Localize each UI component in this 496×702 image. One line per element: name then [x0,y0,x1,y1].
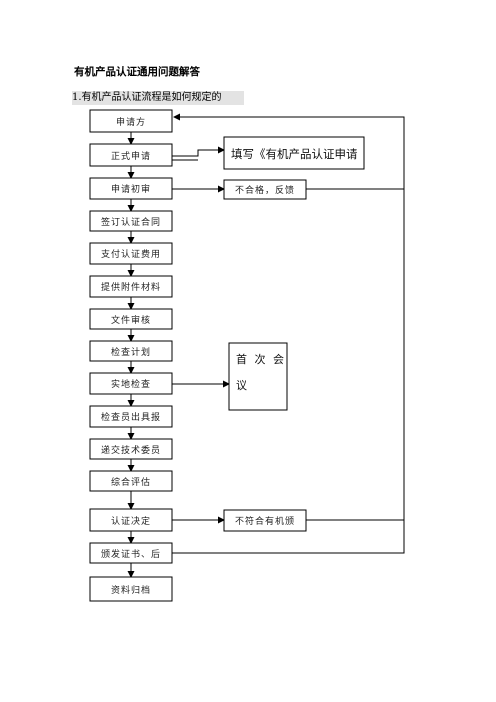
svg-text:颁发证书、后: 颁发证书、后 [101,548,161,560]
svg-text:正式申请: 正式申请 [111,150,151,162]
step-certification-decision: 认证决定 [89,508,173,532]
step-overall-evaluation: 综合评估 [89,470,173,492]
svg-text:不合格，反馈: 不合格，反馈 [235,184,295,196]
step-issue-certificate: 颁发证书、后 [89,542,173,564]
svg-text:检查计划: 检查计划 [111,346,151,358]
svg-text:实地检查: 实地检查 [111,378,151,390]
side-connectors [172,113,405,554]
svg-text:资料归档: 资料归档 [111,584,151,596]
step-submit-materials: 提供附件材料 [89,275,173,298]
unqualified-feedback-box: 不合格，反馈 [223,179,307,200]
svg-text:递交技术委员: 递交技术委员 [101,444,161,456]
side-boxes: 填写《有机产品认证申请 不合格，反馈 首 次 会 议 不符合有机颁 [223,136,365,532]
step-inspector-report: 检查员出具报 [89,405,173,428]
first-meeting-box: 首 次 会 议 [228,342,288,411]
step-document-review: 文件审核 [89,308,173,330]
svg-text:首 次 会: 首 次 会 [236,352,286,366]
svg-text:议: 议 [236,379,249,392]
svg-text:填写《有机产品认证申请: 填写《有机产品认证申请 [231,147,358,161]
step-initial-review: 申请初审 [89,177,173,200]
svg-text:提供附件材料: 提供附件材料 [101,281,161,293]
step-inspection-plan: 检查计划 [89,340,173,362]
non-compliant-box: 不符合有机颁 [223,509,307,532]
svg-text:文件审核: 文件审核 [111,314,151,326]
svg-text:检查员出具报: 检查员出具报 [101,411,161,423]
svg-text:综合评估: 综合评估 [111,476,151,488]
page-title: 有机产品认证通用问题解答 [74,66,200,78]
step-sign-contract: 签订认证合同 [89,210,173,232]
svg-text:不符合有机颁: 不符合有机颁 [235,515,295,527]
svg-text:申请方: 申请方 [116,116,146,128]
flow-steps: 申请方 正式申请 申请初审 签订认证合同 支付认证费用 提供附件材料 文件审核 [89,109,173,602]
question-heading: 1.有机产品认证流程是如何规定的 [72,91,244,105]
svg-text:签订认证合同: 签订认证合同 [101,216,161,228]
step-applicant: 申请方 [89,109,173,133]
step-pay-fees: 支付认证费用 [89,242,173,265]
application-form-box: 填写《有机产品认证申请 [223,136,365,170]
svg-text:认证决定: 认证决定 [111,515,151,527]
svg-text:支付认证费用: 支付认证费用 [101,248,161,260]
step-onsite-inspection: 实地检查 [89,372,173,395]
step-archive: 资料归档 [89,576,173,602]
step-formal-application: 正式申请 [89,143,173,167]
step-technical-committee: 递交技术委员 [89,438,173,460]
svg-text:申请初审: 申请初审 [111,183,151,195]
